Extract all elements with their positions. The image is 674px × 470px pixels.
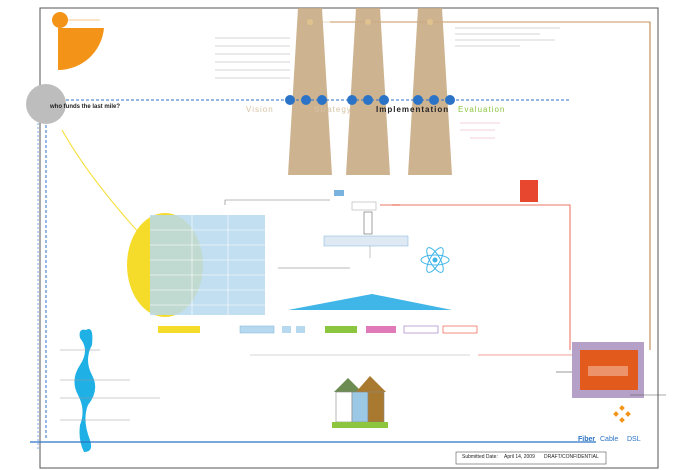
red-connector <box>380 204 571 350</box>
footer-date: April 14, 2009 <box>504 454 535 460</box>
column-evaluation <box>408 8 452 175</box>
red-box <box>520 180 538 202</box>
yellow-connector <box>61 129 151 246</box>
pyramid <box>288 294 452 310</box>
network-dsl: DSL <box>627 436 641 443</box>
footer-submitted-label: Submitted Date: <box>462 454 498 460</box>
column-implementation <box>346 8 390 175</box>
atom-icon <box>420 247 450 273</box>
stakeholder-table <box>150 215 265 315</box>
box-pink <box>366 326 396 333</box>
box-1 <box>158 326 200 333</box>
phase-strategy: Strategy <box>314 105 352 114</box>
footer-status: DRAFT/CONFIDENTIAL <box>544 454 599 460</box>
footer-box <box>455 451 607 465</box>
cyan-blob <box>74 329 96 452</box>
milestone-dots <box>285 95 455 105</box>
phase-evaluation: Evaluation <box>458 105 506 114</box>
orange-corner-shape <box>58 28 104 71</box>
star-icon <box>613 405 631 423</box>
last-mile-question: who funds the last mile? <box>50 104 121 110</box>
network-cable: Cable <box>600 436 619 443</box>
column-vision <box>288 8 332 175</box>
phase-implementation: Implementation <box>376 105 450 114</box>
network-fiber: Fiber <box>578 436 596 443</box>
house-icon <box>330 376 388 428</box>
question-circle <box>26 84 66 124</box>
orange-dot <box>52 12 68 28</box>
top-text-lines <box>215 27 560 79</box>
phase-vision: Vision <box>246 105 274 114</box>
center-box <box>580 350 638 390</box>
box-green <box>325 326 357 333</box>
